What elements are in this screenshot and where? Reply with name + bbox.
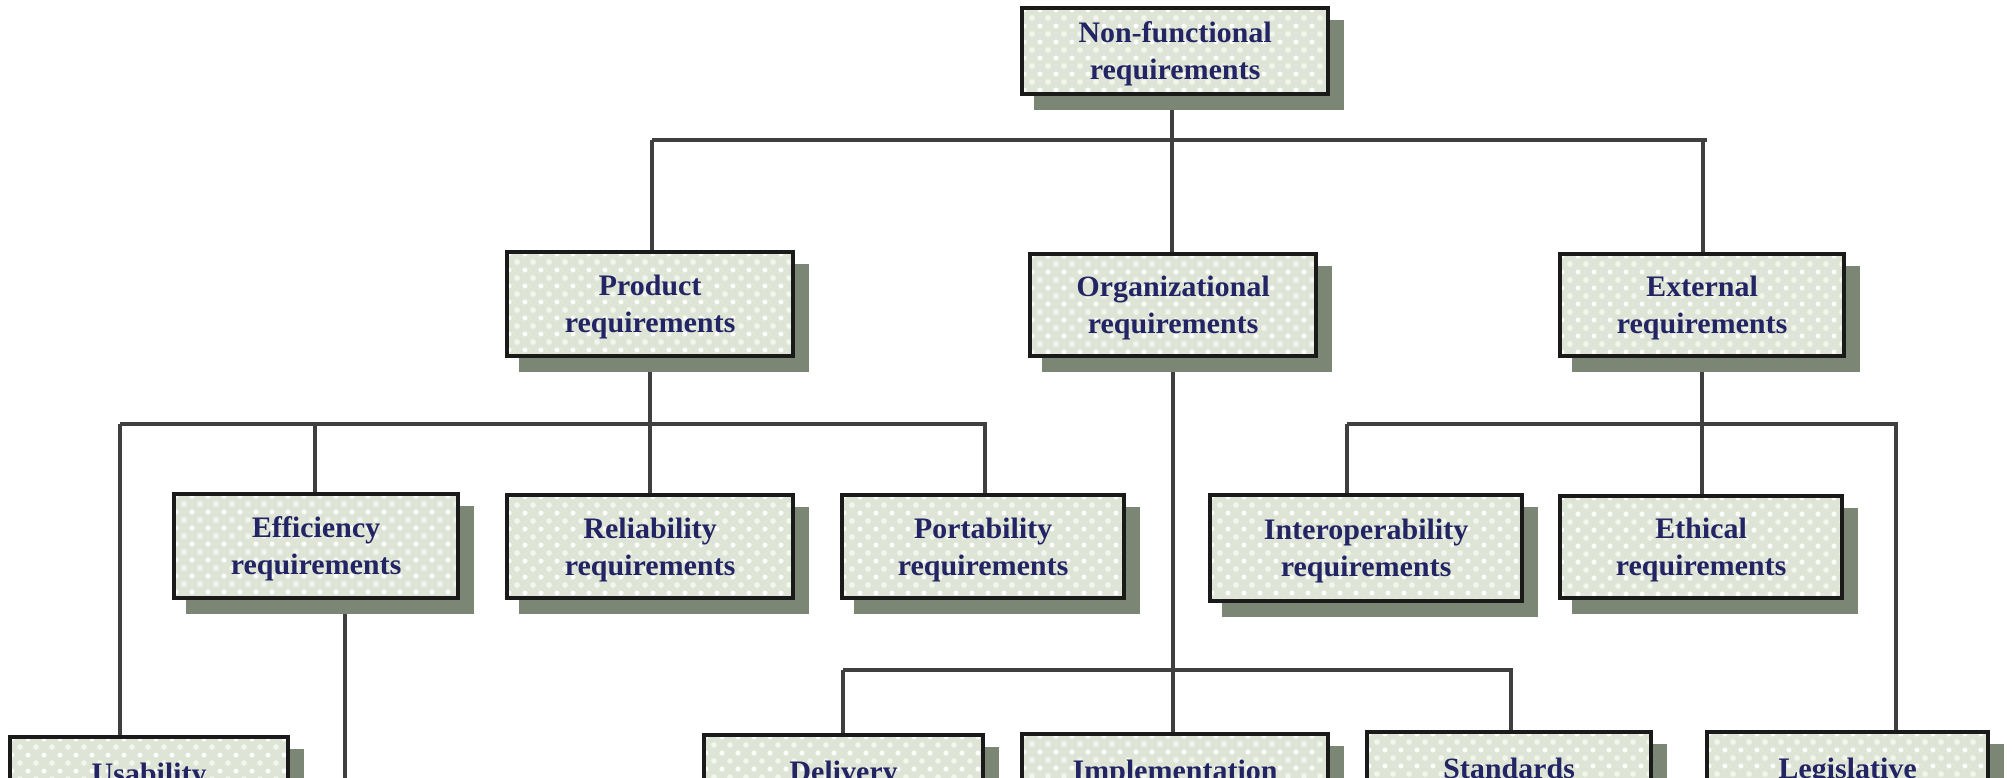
connector-line bbox=[652, 138, 1707, 142]
node-usability: Usability bbox=[8, 735, 290, 778]
node-efficiency-requirements: Efficiency requirements bbox=[172, 492, 460, 600]
node-implementation: Implementation bbox=[1020, 732, 1330, 778]
connector-line bbox=[313, 424, 317, 495]
node-portability-requirements: Portability requirements bbox=[840, 493, 1126, 600]
node-product-requirements: Product requirements bbox=[505, 250, 795, 358]
connector-line bbox=[983, 424, 987, 496]
connector-line bbox=[343, 598, 347, 778]
connector-line bbox=[1700, 356, 1704, 426]
node-ethical-requirements: Ethical requirements bbox=[1558, 494, 1844, 600]
connector-line bbox=[650, 140, 654, 252]
connector-line bbox=[1701, 140, 1705, 254]
connector-line bbox=[1171, 670, 1175, 735]
connector-line bbox=[1700, 424, 1704, 497]
node-external-requirements: External requirements bbox=[1558, 252, 1846, 358]
connector-line bbox=[1894, 424, 1898, 733]
node-interoperability-requirements: Interoperability requirements bbox=[1208, 493, 1524, 603]
connector-line bbox=[1171, 356, 1175, 672]
connector-line bbox=[648, 424, 652, 496]
connector-line bbox=[1509, 670, 1513, 733]
connector-line bbox=[648, 356, 652, 426]
connector-line bbox=[1170, 140, 1174, 254]
node-legislative: Legislative bbox=[1705, 730, 1990, 778]
connector-line bbox=[1170, 94, 1174, 142]
connector-line bbox=[843, 668, 1513, 672]
connector-line bbox=[1347, 422, 1898, 426]
node-non-functional-requirements: Non-functional requirements bbox=[1020, 6, 1330, 96]
node-reliability-requirements: Reliability requirements bbox=[505, 493, 795, 600]
node-standards: Standards bbox=[1365, 730, 1653, 778]
node-organizational-requirements: Organizational requirements bbox=[1028, 252, 1318, 358]
connector-line bbox=[120, 422, 987, 426]
connector-line bbox=[841, 670, 845, 736]
connector-line bbox=[1345, 424, 1349, 496]
node-delivery: Delivery bbox=[702, 733, 985, 778]
connector-line bbox=[118, 424, 122, 737]
